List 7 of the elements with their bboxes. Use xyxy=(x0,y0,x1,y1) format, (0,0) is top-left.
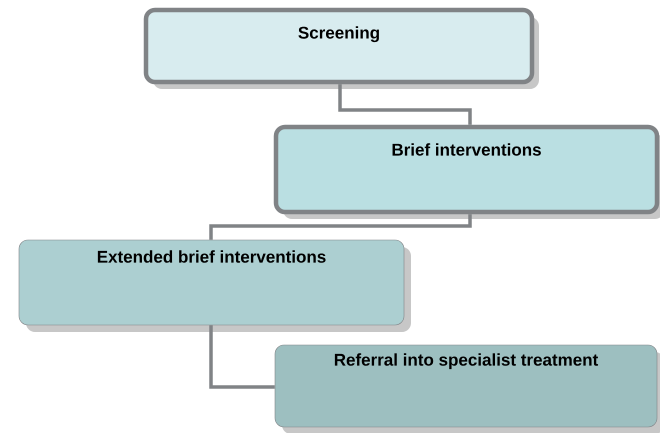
connector-line xyxy=(209,325,275,389)
process-box: Screening xyxy=(144,8,539,89)
connector-line xyxy=(209,214,472,240)
connector-line xyxy=(338,84,472,125)
process-box: Extended brief interventions xyxy=(18,240,411,332)
process-box: Brief interventions xyxy=(274,124,660,219)
process-box: Referral into specialist treatment xyxy=(274,344,660,433)
